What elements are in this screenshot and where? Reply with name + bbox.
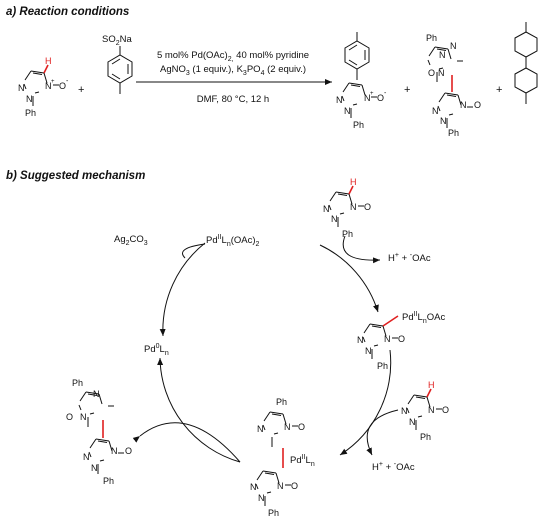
- svg-text:N: N: [284, 422, 291, 432]
- atom-n-1: N: [18, 83, 25, 93]
- svg-text:N: N: [439, 50, 446, 60]
- byproduct-curve-2: [366, 409, 399, 456]
- svg-text:N: N: [336, 95, 343, 105]
- byproduct-label-2: H+ + -OAc: [372, 461, 415, 474]
- atom-n-2: N: [26, 94, 33, 104]
- svg-text:O: O: [377, 93, 384, 103]
- svg-text:Ph: Ph: [448, 128, 459, 138]
- cycle-arrow-top-right: [319, 244, 379, 313]
- svg-text:Ph: Ph: [420, 432, 431, 442]
- svg-text:N: N: [440, 116, 447, 126]
- oxidant-curve: [182, 243, 206, 259]
- pd-ii-oac2-label: PdIILn(OAc)2: [206, 234, 260, 249]
- svg-text:N: N: [344, 106, 351, 116]
- svg-text:O: O: [66, 412, 73, 422]
- svg-text:H: H: [350, 177, 357, 187]
- svg-text:N: N: [401, 406, 408, 416]
- svg-text:N: N: [323, 204, 330, 214]
- svg-text:N: N: [409, 417, 416, 427]
- svg-text:H: H: [428, 380, 435, 390]
- phenyl-label-2: Ph: [353, 120, 364, 130]
- svg-text:N: N: [93, 389, 100, 399]
- svg-text:N: N: [428, 405, 435, 415]
- svg-text:-: -: [66, 78, 69, 85]
- svg-text:Ph: Ph: [276, 397, 287, 407]
- atom-nplus-1: N: [45, 81, 52, 91]
- product-bitolyl: [514, 22, 538, 104]
- svg-text:Ph: Ph: [103, 476, 114, 486]
- cycle-arrow-bottom-right: [339, 349, 392, 456]
- svg-text:N: N: [438, 68, 445, 78]
- plus-sign-1: +: [78, 84, 85, 96]
- svg-text:O: O: [474, 100, 481, 110]
- plus-sign-2: +: [404, 84, 411, 96]
- svg-text:-: -: [384, 90, 387, 97]
- svg-text:N: N: [80, 412, 87, 422]
- pd-ii-oac-label: PdIILnOAc: [402, 311, 446, 326]
- svg-text:O: O: [428, 68, 435, 78]
- svg-text:O: O: [364, 202, 371, 212]
- mechanism-bis-triazolyl-pd: Ph N N O N N O N Ph: [250, 397, 305, 518]
- oxidant-ag2co3-label: Ag2CO3: [114, 234, 148, 247]
- product-tolyl-triazole: N + O - N N Ph: [336, 32, 387, 130]
- product-release-arrow: [132, 422, 241, 463]
- svg-text:N: N: [432, 106, 439, 116]
- svg-text:Ph: Ph: [426, 33, 437, 43]
- pd0-label: Pd0Ln: [144, 343, 169, 358]
- conditions-line-3: DMF, 80 °C, 12 h: [196, 94, 270, 105]
- mechanism-substrate-top: H N N O N Ph: [323, 177, 371, 239]
- svg-text:N: N: [460, 100, 467, 110]
- svg-text:N: N: [365, 346, 372, 356]
- svg-text:O: O: [298, 422, 305, 432]
- svg-text:O: O: [442, 405, 449, 415]
- product-bis-triazole: Ph N N O N N O N N Ph: [426, 33, 481, 138]
- cycle-arrow-top-left: [159, 242, 206, 337]
- phenyl-label-1: Ph: [25, 108, 36, 118]
- svg-text:N: N: [350, 202, 357, 212]
- svg-text:Ph: Ph: [72, 378, 83, 388]
- pd-ii-bis-label: PdIILn: [290, 454, 315, 469]
- svg-text:N: N: [450, 41, 457, 51]
- svg-text:N: N: [91, 463, 98, 473]
- mechanism-pd-intermediate-right: N N O N Ph: [357, 315, 405, 371]
- section-title-reaction-conditions: a) Reaction conditions: [6, 6, 130, 18]
- svg-text:Ph: Ph: [268, 508, 279, 518]
- conditions-line-2: AgNO3 (1 equiv.), K3PO4 (2 equiv.): [159, 64, 307, 77]
- cycle-arrow-bottom-left: [157, 357, 241, 463]
- svg-text:O: O: [291, 481, 298, 491]
- svg-text:N: N: [357, 335, 364, 345]
- svg-text:Ph: Ph: [342, 229, 353, 239]
- plus-sign-3: +: [496, 84, 503, 96]
- byproduct-label-1: H+ + -OAc: [388, 252, 431, 265]
- tolyl-sulfinate: [107, 46, 133, 94]
- svg-text:+: +: [51, 79, 55, 85]
- svg-text:N: N: [258, 493, 265, 503]
- svg-text:O: O: [125, 446, 132, 456]
- svg-text:N: N: [111, 446, 118, 456]
- svg-text:N: N: [384, 334, 391, 344]
- mechanism-product-bis-triazole: Ph N O N N O N N Ph: [66, 378, 132, 486]
- byproduct-curve-1: [342, 235, 381, 264]
- conditions-line-1: 5 mol% Pd(OAc)2, 40 mol% pyridine: [156, 50, 310, 63]
- svg-text:N: N: [277, 481, 284, 491]
- mechanism-substrate-second: H N N O N Ph: [401, 380, 449, 442]
- section-title-suggested-mechanism: b) Suggested mechanism: [6, 170, 146, 182]
- svg-text:Ph: Ph: [377, 361, 388, 371]
- atom-h-red-1: H: [45, 56, 52, 66]
- starting-triazole-n-oxide: H N N + O - N Ph: [18, 56, 69, 118]
- atom-o-1: O: [59, 81, 66, 91]
- svg-text:N: N: [250, 482, 257, 492]
- reagent-sulfinate-label: SO2Na: [102, 34, 132, 47]
- svg-text:N: N: [331, 214, 338, 224]
- svg-text:O: O: [398, 334, 405, 344]
- svg-text:N: N: [364, 93, 371, 103]
- svg-text:N: N: [83, 452, 90, 462]
- svg-text:+: +: [370, 91, 374, 97]
- svg-text:N: N: [257, 424, 264, 434]
